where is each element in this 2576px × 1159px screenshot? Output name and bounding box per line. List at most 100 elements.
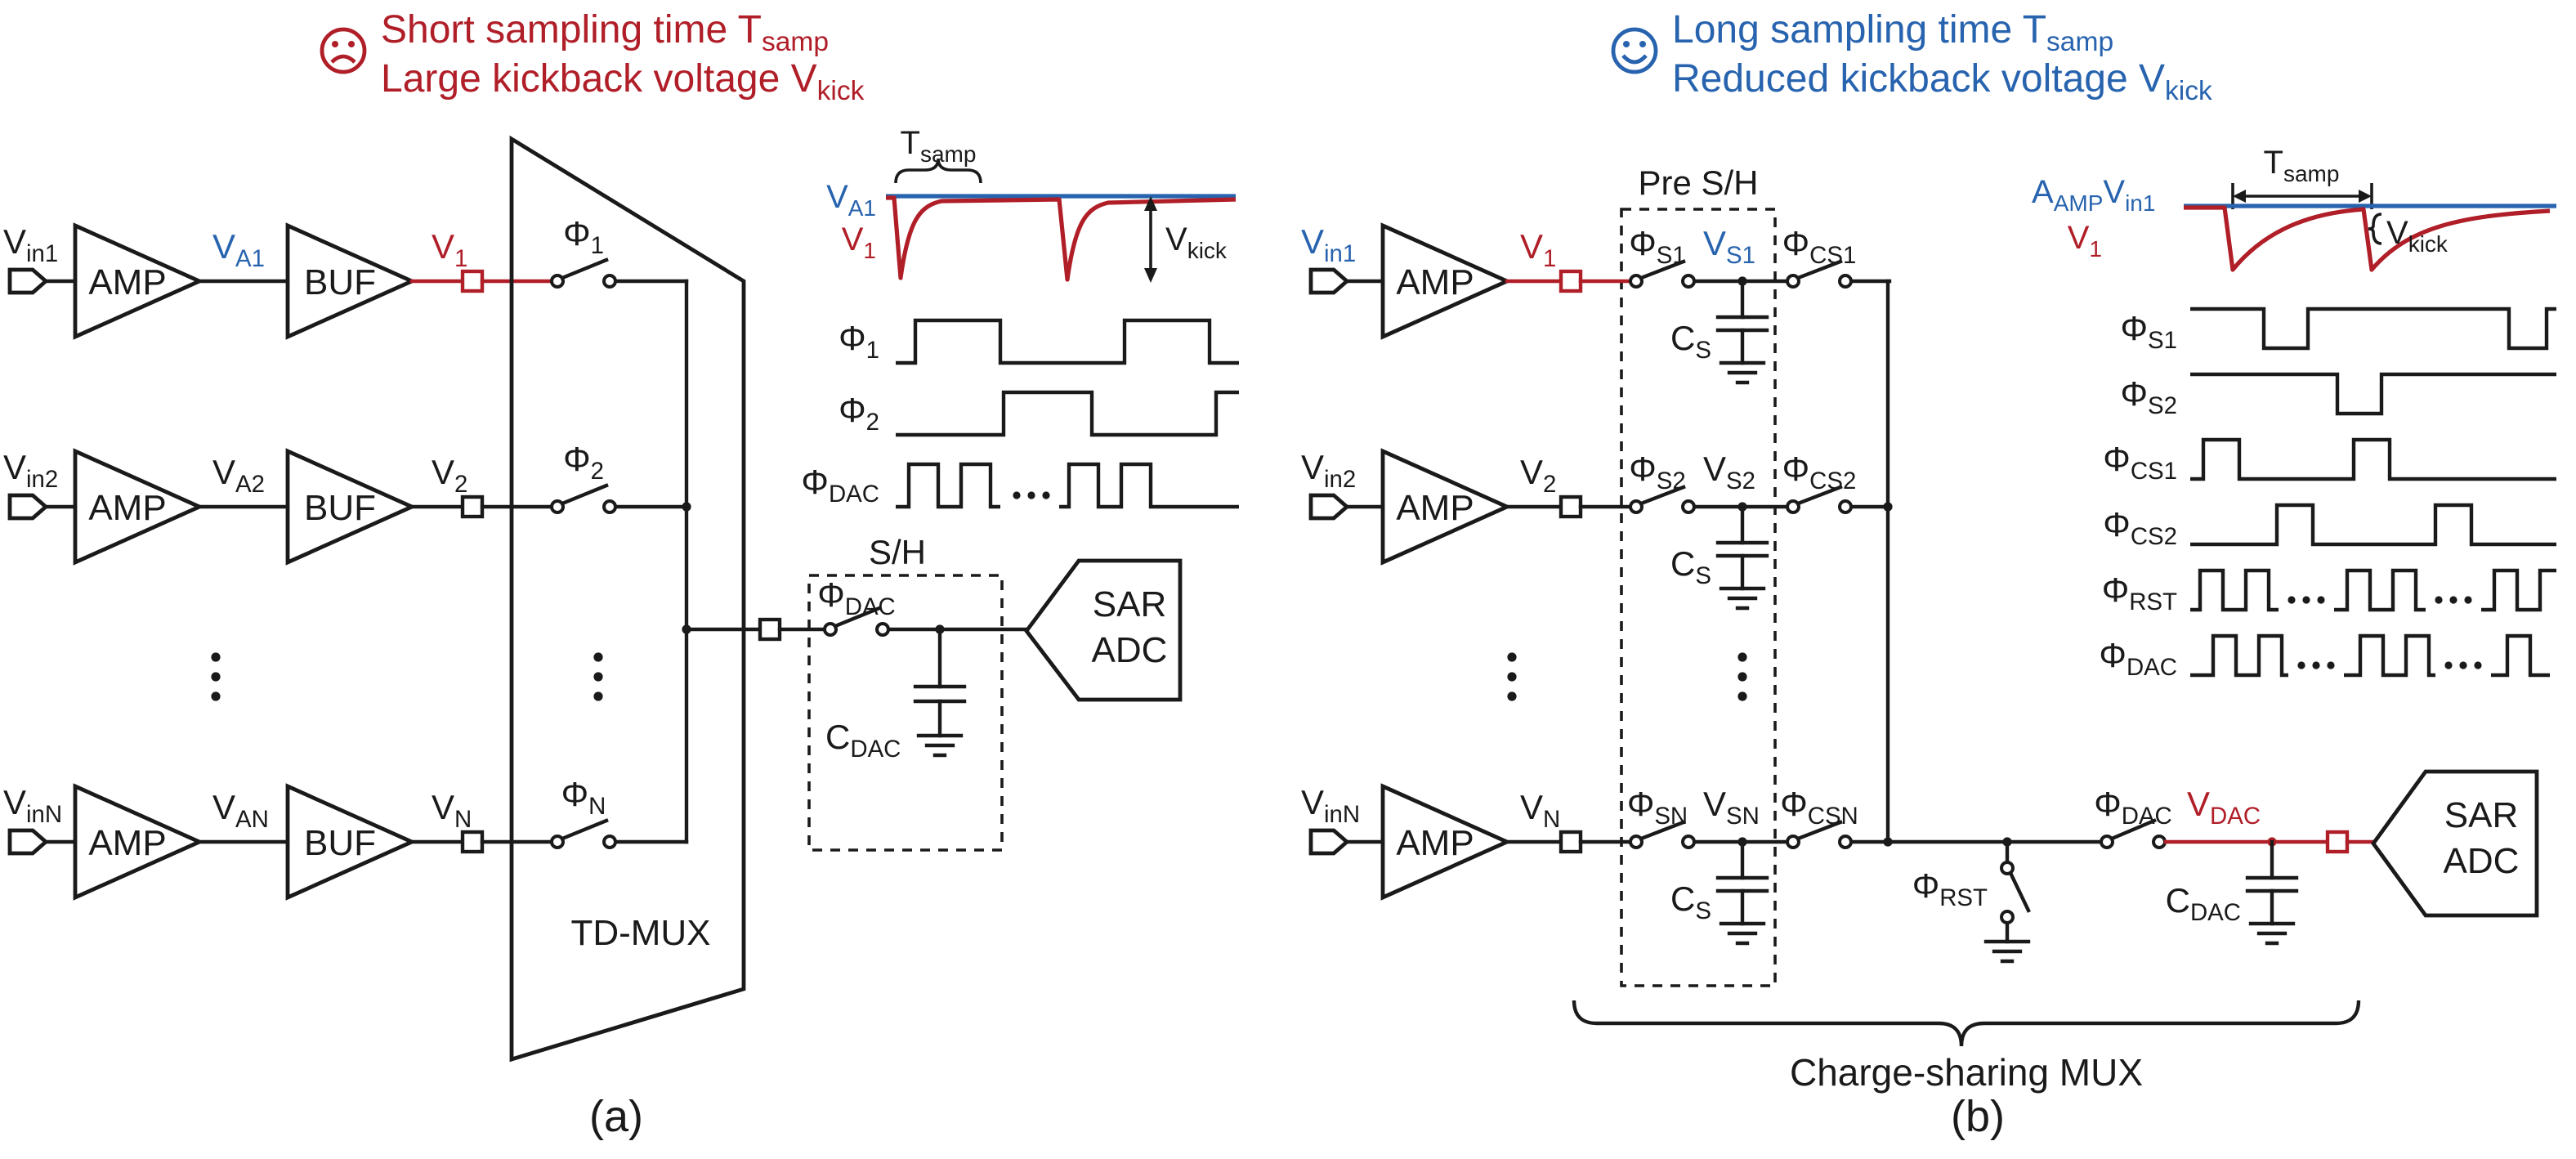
switch-phiCS1 [1786, 259, 1853, 289]
clock-label-phiCS1: ΦCS1 [2103, 440, 2177, 485]
cap-cdac [2245, 839, 2299, 926]
switch-s-label: ΦS2 [1629, 450, 1685, 494]
td-mux-label: TD-MUX [570, 913, 710, 953]
amp-triangle [73, 448, 204, 566]
input-label: Vin2 [1301, 448, 1356, 493]
switch-label: Φ2 [563, 440, 604, 485]
waveforms-a: Tsamp VA1 V1 Vkick Φ1 Φ2 ΦDAC [801, 125, 1239, 509]
switch-phiS1 [1629, 259, 1696, 289]
input-label: VinN [3, 783, 62, 828]
switch-s-label: ΦS1 [1629, 224, 1685, 269]
node-square [1559, 830, 1583, 854]
header-b: Long sampling time Tsamp Reduced kickbac… [1611, 8, 2212, 106]
amp-out-label: VN [1520, 788, 1560, 833]
buf-label: BUF [304, 823, 376, 863]
node-square [758, 617, 782, 642]
amp-label: AMP [1396, 262, 1474, 302]
clock-phiDAC-cont [2344, 633, 2435, 678]
happy-face-icon [1611, 27, 1658, 74]
panel-a: Short sampling time Tsamp Large kickback… [3, 8, 1239, 1141]
amp-triangle [73, 783, 204, 901]
switch-cs-label: ΦCS2 [1782, 450, 1857, 494]
ground-icon [916, 733, 964, 758]
clock-phidac [896, 462, 1000, 509]
clock-phi1 [896, 318, 1239, 365]
input-terminal [7, 267, 49, 295]
node-square [460, 269, 485, 293]
switch-phiDAC-b [2100, 818, 2167, 849]
shared-bus [1883, 279, 1893, 847]
sh-switch-label: ΦDAC [817, 575, 896, 620]
channel-b-2: Vin2 AMP V2 ΦS2 VS2 [1301, 448, 1892, 611]
clock-phiS1 [2190, 307, 2556, 351]
sar-adc-line1: SAR [1093, 584, 1166, 624]
vs-label: VS1 [1703, 224, 1755, 269]
clock-label-phi2: Φ2 [839, 391, 879, 436]
waveforms-b: AAMPVin1 Tsamp V1 Vkick ΦS1 ΦS2 ΦCS1 ΦCS… [2032, 145, 2556, 681]
buf-out-label: V1 [432, 227, 467, 272]
clock-phiRST [2190, 568, 2279, 612]
switch-label: Φ1 [563, 214, 604, 259]
channel-a-n: VinN AMP VAN BUF VN ΦN [3, 775, 689, 901]
clock-label-phidac: ΦDAC [801, 463, 879, 508]
channel-a-1: Vin1 AMP VA1 BUF V1 Φ1 [3, 214, 689, 340]
td-mux: TD-MUX [509, 135, 763, 1063]
amp-out-label: VA2 [212, 453, 265, 498]
sar-adc-outline [2371, 769, 2539, 918]
v1-trace [886, 195, 1237, 282]
vkick-label: Vkick [2386, 215, 2449, 257]
pre-sh-title: Pre S/H [1638, 163, 1758, 202]
sar-adc-b: SAR ADC [2371, 769, 2539, 918]
input-terminal [1308, 493, 1350, 521]
ellipsis-icon [2297, 661, 2482, 669]
switch-phi2 [550, 483, 617, 514]
vs-label: VS2 [1703, 450, 1755, 494]
panel-b: Long sampling time Tsamp Reduced kickbac… [1301, 8, 2556, 1141]
switch-phiDAC [823, 606, 890, 637]
cs-label: CS [1670, 319, 1711, 364]
channels-ellipsis-icon [211, 652, 603, 701]
sar-adc-a: SAR ADC [1023, 558, 1183, 702]
underbrace [1572, 1000, 2361, 1047]
tsamp-label: Tsamp [2264, 145, 2340, 186]
sad-face-icon [320, 27, 367, 74]
rst-label: ΦRST [1912, 866, 1988, 911]
buf-triangle [285, 783, 417, 901]
sar-adc-line1: SAR [2444, 795, 2518, 835]
clock-phiS2 [2190, 372, 2556, 416]
header-b-line2: Reduced kickback voltage Vkick [1672, 57, 2212, 106]
clock-phiCS1 [2190, 437, 2556, 481]
amp-triangle [1380, 448, 1512, 566]
sh-title: S/H [869, 533, 926, 571]
caption-b: (b) [1951, 1092, 2005, 1141]
clock-label-phiDAC: ΦDAC [2099, 636, 2177, 681]
clock-label-phiCS2: ΦCS2 [2103, 505, 2177, 550]
cap-cs [1715, 279, 1769, 365]
header-a-line1: Short sampling time Tsamp [381, 8, 829, 57]
ground-icon [1983, 939, 2031, 964]
switch-label: ΦN [561, 775, 606, 820]
tsamp-brace [894, 158, 982, 184]
clock-phidac-cont [1059, 462, 1239, 509]
cap-cs [1715, 839, 1769, 926]
clock-phiRST-cont [2334, 568, 2426, 612]
clock-label-phiRST: ΦRST [2102, 571, 2177, 615]
header-a-line2: Large kickback voltage Vkick [381, 57, 865, 106]
node-square [460, 494, 485, 519]
input-terminal [7, 493, 49, 521]
charge-sharing-label: Charge-sharing MUX [1790, 1051, 2143, 1094]
v1-wave-label: V1 [2068, 220, 2102, 262]
buf-label: BUF [304, 262, 376, 302]
sar-adc-line2: ADC [1092, 630, 1168, 670]
clock-phiDAC-end [2491, 633, 2550, 678]
cap-cdac [913, 627, 967, 738]
switch-cs-label: ΦCSN [1780, 785, 1858, 830]
input-terminal [7, 828, 49, 856]
header-a: Short sampling time Tsamp Large kickback… [320, 8, 865, 106]
amp-out-label: VA1 [212, 227, 265, 272]
switch-phiRST [2000, 861, 2031, 924]
clock-phiDAC [2190, 633, 2288, 678]
channel-a-2: Vin2 AMP VA2 BUF V2 Φ2 [3, 440, 689, 566]
charge-sharing-brace: Charge-sharing MUX [1572, 1000, 2361, 1094]
channel-b-n: VinN AMP VN ΦSN VSN [1301, 783, 2104, 946]
